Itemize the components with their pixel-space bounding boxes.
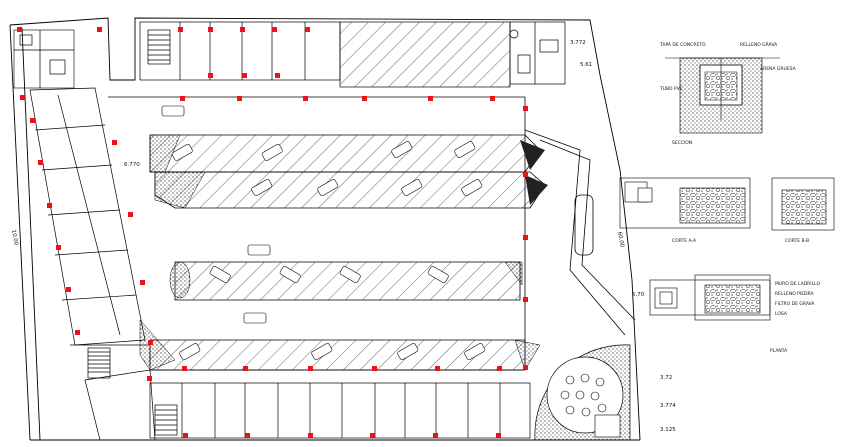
dim-right-block: 60.00 — [616, 231, 625, 248]
round-plaza — [534, 344, 631, 441]
parked-cars — [161, 105, 486, 361]
note-tubo-pvc: TUBO PVC — [659, 86, 683, 92]
dim-left-vertical: 10.00 — [10, 229, 19, 246]
dim-bottom-right-c: 3.125 — [660, 427, 676, 433]
detail-section-title: SECCION — [672, 140, 692, 146]
detail-corte-a-title: CORTE A-A — [672, 238, 697, 244]
dim-bottom-right-a: 3.72 — [660, 375, 672, 381]
dim-bottom-right-b: 3.774 — [660, 403, 676, 409]
detail-corte-b: CORTE B-B — [771, 177, 835, 244]
dim-top-right-b: 5.61 — [580, 62, 592, 68]
left-shops-strip — [13, 29, 156, 441]
note-muro: MURO DE LADRILLO — [775, 281, 820, 287]
dimension-labels: 3.772 5.61 60.00 10.00 6.770 3.72 3.774 … — [10, 40, 676, 433]
note-relleno-grava: RELLENO GRAVA — [740, 42, 778, 48]
parking-island-2 — [154, 171, 548, 209]
bottom-shops-block — [149, 382, 531, 439]
dim-mid-left: 6.770 — [124, 162, 140, 168]
note-tapa: TAPA DE CONCRETO — [659, 42, 706, 48]
dim-detail: 5.70 — [632, 292, 645, 298]
detail-plan-title: PLANTA — [770, 348, 788, 354]
top-right-service-block — [509, 21, 566, 85]
note-losa: LOSA — [775, 311, 788, 317]
detail-plan: MURO DE LADRILLO RELLENO PIEDRA FILTRO D… — [649, 274, 820, 354]
top-hatched-area — [339, 21, 511, 88]
note-arena: ARENA GRUESA — [760, 66, 797, 72]
note-relleno-piedra: RELLENO PIEDRA — [775, 291, 814, 297]
note-filtro: FILTRO DE GRAVA — [775, 301, 815, 307]
structural-columns — [17, 27, 528, 438]
detail-corte-a: CORTE A-A — [619, 177, 751, 244]
detail-section: TAPA DE CONCRETO RELLENO GRAVA TUBO PVC … — [659, 42, 797, 146]
parking-island-1 — [149, 134, 545, 173]
dim-top-right-a: 3.772 — [570, 40, 586, 46]
detail-corte-b-title: CORTE B-B — [785, 238, 809, 244]
